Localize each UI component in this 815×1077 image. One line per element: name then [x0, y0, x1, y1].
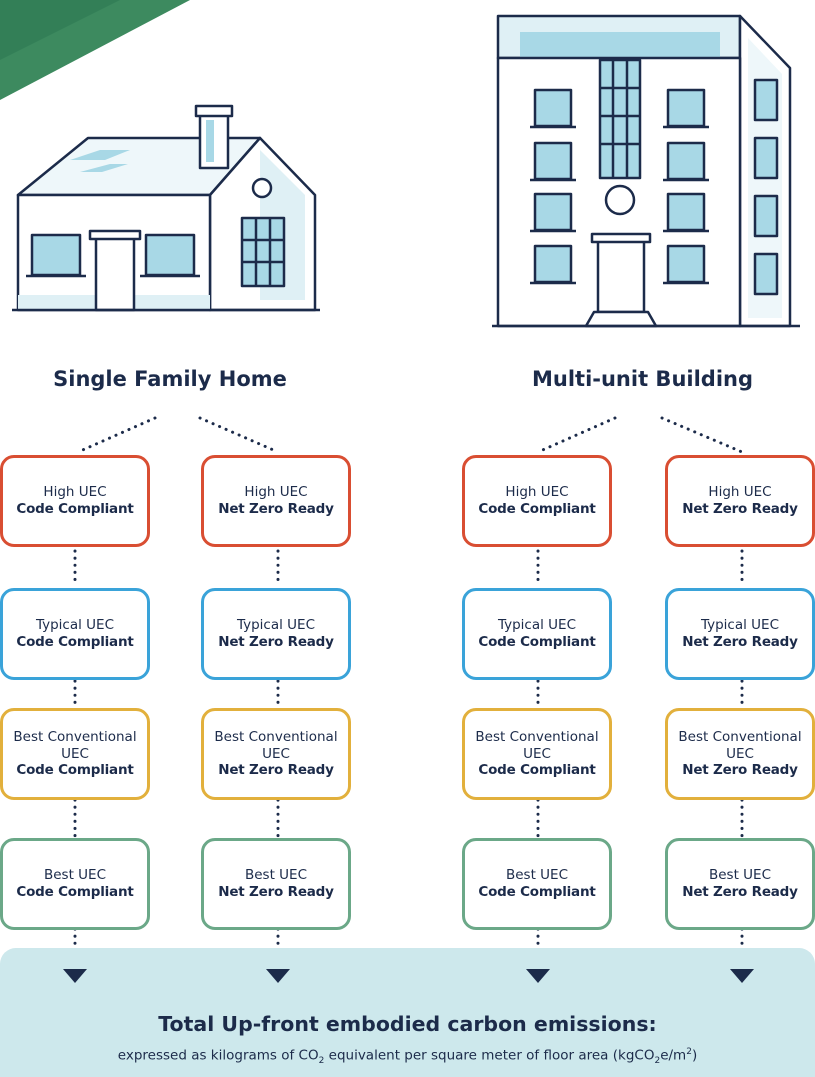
sfh-best-code-box: Best UEC Code Compliant — [0, 838, 150, 930]
down-arrow-icon — [730, 969, 754, 983]
multi-unit-building-title: Multi-unit Building — [531, 367, 753, 391]
tier-label: Best Conventional UEC — [214, 728, 338, 762]
standard-label: Net Zero Ready — [218, 762, 334, 779]
standard-label: Code Compliant — [478, 501, 596, 517]
sfh-high-code-box: High UEC Code Compliant — [0, 455, 150, 547]
down-arrow-icon — [63, 969, 87, 983]
tier-label: Typical UEC — [236, 617, 316, 634]
tier-label: Best UEC — [43, 867, 107, 884]
tier-label: Best Conventional UEC — [13, 728, 137, 762]
standard-label: Net Zero Ready — [218, 501, 334, 517]
down-arrow-icon — [526, 969, 550, 983]
subscript-2: 2 — [654, 1056, 661, 1067]
multi-unit-building-icon — [492, 14, 800, 328]
tier-label: Typical UEC — [700, 617, 780, 634]
tier-label: High UEC — [244, 484, 308, 501]
standard-label: Net Zero Ready — [682, 634, 798, 650]
single-family-home-title: Single Family Home — [53, 367, 287, 391]
standard-label: Net Zero Ready — [682, 501, 798, 517]
sfh-bestconv-nzr-box: Best Conventional UEC Net Zero Ready — [201, 708, 351, 800]
sfh-best-nzr-box: Best UEC Net Zero Ready — [201, 838, 351, 930]
tier-label: Best UEC — [505, 867, 569, 884]
standard-label: Net Zero Ready — [218, 634, 334, 650]
tier-label: Best Conventional UEC — [475, 728, 599, 762]
down-arrow-icon — [266, 969, 290, 983]
sfh-typical-nzr-box: Typical UEC Net Zero Ready — [201, 588, 351, 680]
tier-label: Best Conventional UEC — [678, 728, 802, 762]
standard-label: Net Zero Ready — [682, 762, 798, 779]
sfh-typical-code-box: Typical UEC Code Compliant — [0, 588, 150, 680]
subtitle-text: ) — [691, 1047, 698, 1064]
single-family-house-icon — [12, 104, 320, 312]
mub-typical-code-box: Typical UEC Code Compliant — [462, 588, 612, 680]
mub-bestconv-nzr-box: Best Conventional UEC Net Zero Ready — [665, 708, 815, 800]
mub-typical-nzr-box: Typical UEC Net Zero Ready — [665, 588, 815, 680]
mub-high-code-box: High UEC Code Compliant — [462, 455, 612, 547]
banner-title: Total Up-front embodied carbon emissions… — [158, 1012, 657, 1036]
subtitle-text: expressed as kilograms of CO — [117, 1047, 319, 1064]
subtitle-text: equivalent per square meter of floor are… — [324, 1047, 655, 1064]
mub-best-nzr-box: Best UEC Net Zero Ready — [665, 838, 815, 930]
mub-bestconv-code-box: Best Conventional UEC Code Compliant — [462, 708, 612, 800]
banner-subtitle: expressed as kilograms of CO2 equivalent… — [0, 1047, 815, 1066]
summary-banner — [0, 948, 815, 1077]
tier-label: Typical UEC — [497, 617, 577, 634]
standard-label: Code Compliant — [478, 762, 596, 779]
standard-label: Code Compliant — [16, 501, 134, 517]
mub-best-code-box: Best UEC Code Compliant — [462, 838, 612, 930]
sfh-high-nzr-box: High UEC Net Zero Ready — [201, 455, 351, 547]
standard-label: Code Compliant — [16, 634, 134, 650]
tier-label: Best UEC — [244, 867, 308, 884]
tier-label: High UEC — [43, 484, 107, 501]
superscript-2: 2 — [686, 1047, 692, 1057]
tier-label: High UEC — [708, 484, 772, 501]
standard-label: Net Zero Ready — [682, 884, 798, 900]
standard-label: Code Compliant — [16, 884, 134, 900]
standard-label: Net Zero Ready — [218, 884, 334, 900]
tier-label: Typical UEC — [35, 617, 115, 634]
standard-label: Code Compliant — [16, 762, 134, 779]
standard-label: Code Compliant — [478, 634, 596, 650]
sfh-bestconv-code-box: Best Conventional UEC Code Compliant — [0, 708, 150, 800]
tier-label: Best UEC — [708, 867, 772, 884]
tier-label: High UEC — [505, 484, 569, 501]
mub-high-nzr-box: High UEC Net Zero Ready — [665, 455, 815, 547]
standard-label: Code Compliant — [478, 884, 596, 900]
corner-leaf-decoration — [0, 0, 190, 100]
subtitle-text: e/m — [660, 1047, 687, 1064]
subscript-2: 2 — [318, 1056, 325, 1067]
